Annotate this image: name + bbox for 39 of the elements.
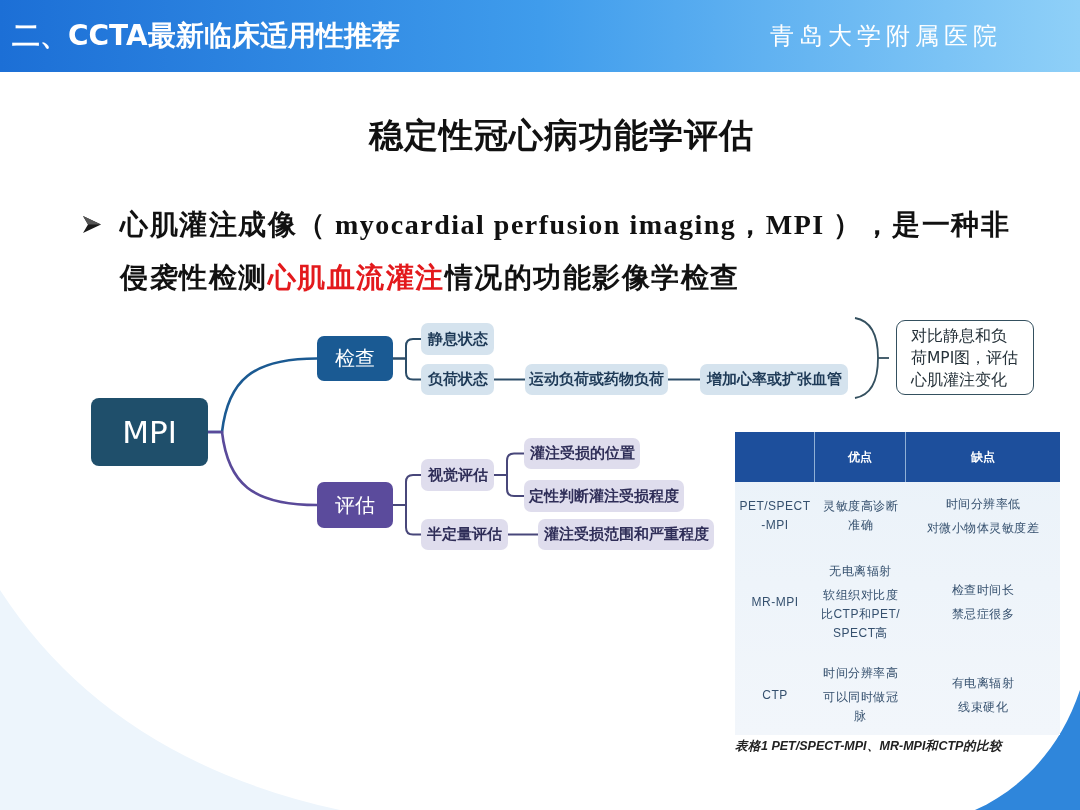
cell-text: 对微小物体灵敏度差 bbox=[926, 519, 1040, 537]
cell-text: 检查时间长 bbox=[951, 582, 1015, 599]
cell-text: MR-MPI bbox=[751, 594, 799, 611]
subtopic-box: 灌注受损的位置 bbox=[524, 438, 640, 469]
cell-text: 时间分辨率高 bbox=[823, 665, 898, 682]
subtopic-box: 定性判断灌注受损程度 bbox=[524, 480, 684, 512]
connector-line bbox=[507, 533, 539, 536]
summary-box: 对比静息和负荷MPI图，评估心肌灌注变化 bbox=[896, 320, 1034, 395]
table-caption: 表格1 PET/SPECT-MPI、MR-MPI和CTP的比较 bbox=[735, 738, 1003, 755]
bullet-text: 心肌灌注成像（ myocardial perfusion imaging，MPI ），是一种非侵袭性检测心肌血流灌注情况的功能影像学检查 bbox=[120, 208, 1012, 295]
subtopic-box: 半定量评估 bbox=[421, 519, 508, 550]
subtopic-box: 负荷状态 bbox=[421, 364, 494, 395]
subtopic-box: 增加心率或扩张血管 bbox=[700, 364, 848, 395]
connector-line bbox=[667, 378, 701, 381]
subtopic-box: 灌注受损范围和严重程度 bbox=[538, 519, 714, 550]
cell-text: 可以同时做冠脉 bbox=[822, 689, 899, 725]
cell-text: 有电离辐射 bbox=[951, 674, 1015, 692]
cell-text: 无电离辐射 bbox=[829, 563, 892, 580]
cell-text: 禁忌症很多 bbox=[951, 606, 1015, 623]
subtopic-box: 静息状态 bbox=[421, 323, 494, 355]
hospital-name: 青岛大学附属医院 bbox=[770, 21, 1002, 52]
cell-text: 软组织对比度比CTP和PET/SPECT高 bbox=[819, 587, 902, 642]
slide-title: 稳定性冠心病功能学评估 bbox=[368, 114, 754, 157]
connector-line bbox=[208, 430, 318, 507]
subtopic-box: 视觉评估 bbox=[421, 459, 494, 491]
root-topic-box: MPI bbox=[91, 398, 208, 466]
branch-topic-box: 评估 bbox=[317, 482, 393, 528]
cell-text: 线束硬化 bbox=[958, 698, 1008, 716]
header-cell: 优点 bbox=[815, 432, 906, 482]
subtopic-box: 运动负荷或药物负荷 bbox=[525, 364, 668, 395]
branch-topic-box: 检查 bbox=[317, 336, 393, 381]
connector-line bbox=[493, 378, 526, 381]
header-cell: 缺点 bbox=[906, 432, 1060, 482]
section-heading: 二、CCTA最新临床适用性推荐 bbox=[12, 18, 400, 54]
cell-text: CTP bbox=[762, 686, 788, 704]
connector-line bbox=[493, 474, 525, 497]
cell-text: PET/SPECT -MPI bbox=[738, 498, 812, 534]
cell-text: 时间分辨率低 bbox=[945, 495, 1021, 513]
cell-text: 灵敏度高诊断准确 bbox=[822, 498, 899, 534]
